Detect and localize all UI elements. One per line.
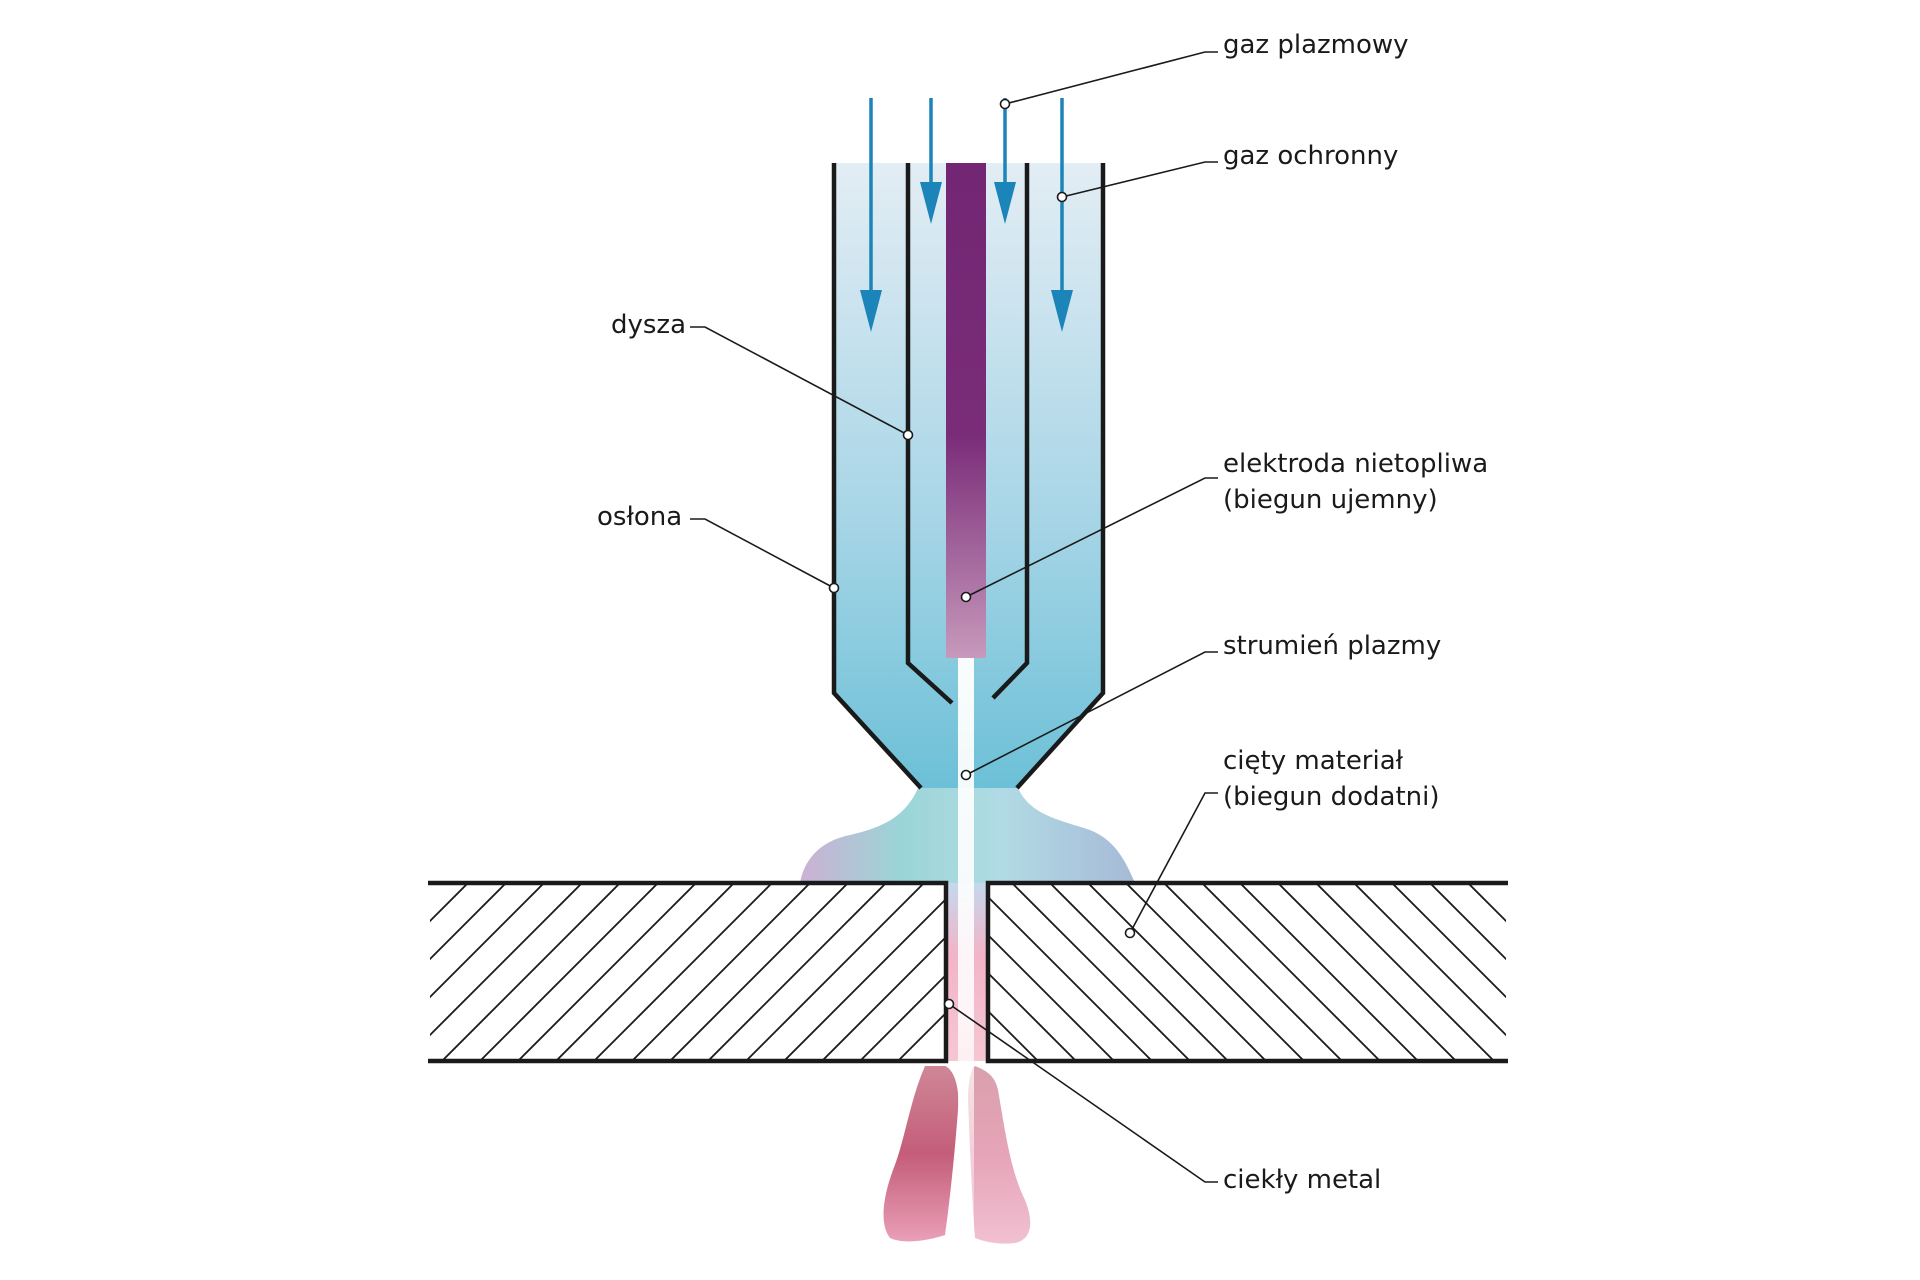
- nozzle-outline-right: [991, 163, 1030, 700]
- leader-plasma-stream: [965, 651, 1218, 776]
- shield-outline-left: [831, 163, 923, 790]
- nozzle-outline-left: [905, 163, 954, 705]
- label-electrode: elektroda nietopliwa (biegun ujemny): [1223, 449, 1489, 515]
- plasma-core: [958, 658, 974, 1258]
- label-nozzle: dysza: [611, 310, 687, 340]
- shield-outline-right: [1015, 163, 1106, 790]
- liquid-metal-left: [883, 1066, 959, 1242]
- label-shielding-gas: gaz ochronny: [1223, 141, 1399, 171]
- leader-liquid-metal: [948, 1003, 1218, 1183]
- label-workpiece: cięty materiał (biegun dodatni): [1223, 746, 1440, 812]
- label-plasma-gas: gaz plazmowy: [1223, 30, 1409, 60]
- leader-nozzle: [690, 326, 909, 436]
- workpiece-outline-right: [985, 880, 1508, 1064]
- leader-shielding-gas: [1061, 161, 1218, 198]
- leader-shield: [690, 518, 835, 589]
- leader-electrode: [965, 477, 1218, 598]
- label-shield: osłona: [597, 502, 683, 532]
- leader-workpiece: [1129, 792, 1218, 934]
- workpiece-outline-left: [428, 880, 949, 1064]
- leader-lines: [690, 51, 1218, 1183]
- leader-markers: [828, 98, 1136, 1010]
- label-liquid-metal: ciekły metal: [1223, 1165, 1382, 1195]
- flow-arrow-icon: [860, 98, 882, 332]
- flow-arrow-icon: [920, 98, 942, 224]
- leader-plasma-gas: [1004, 51, 1218, 105]
- workpiece-hatch-left: [430, 883, 944, 1061]
- electrode: [946, 163, 986, 658]
- flow-arrow-icon: [994, 98, 1016, 224]
- label-plasma-stream: strumień plazmy: [1223, 631, 1442, 661]
- liquid-metal-right: [968, 1066, 1031, 1244]
- workpiece-hatch-right: [988, 883, 1506, 1061]
